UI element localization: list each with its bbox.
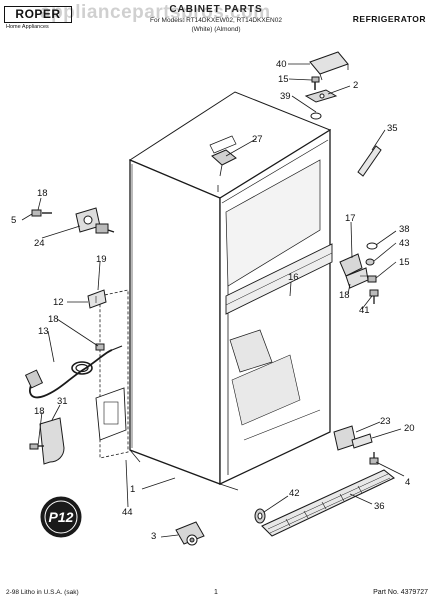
leader-lines — [21, 63, 405, 538]
callout-13: 13 — [38, 326, 49, 337]
callout-18: 18 — [48, 314, 59, 325]
callout-18: 18 — [37, 188, 48, 199]
hinge-cover — [309, 51, 349, 81]
callout-24: 24 — [34, 238, 45, 249]
part-number: Part No. 4379727 — [373, 589, 428, 596]
callout-5: 5 — [11, 215, 16, 226]
callout-16: 16 — [288, 272, 299, 283]
watermark-text: appliancepartspros.com — [40, 2, 271, 23]
callout-39: 39 — [280, 91, 291, 102]
callout-40: 40 — [276, 59, 287, 70]
callout-35: 35 — [387, 123, 398, 134]
callout-19: 19 — [96, 254, 107, 265]
callout-18: 18 — [34, 406, 45, 417]
print-info: 2-98 Litho in U.S.A. (sak) — [6, 589, 79, 596]
brand-name: ROPER — [4, 6, 72, 23]
cabinet-body — [128, 91, 333, 491]
callout-15: 15 — [399, 257, 410, 268]
thermostat-bracket — [31, 207, 115, 234]
product-type: REFRIGERATOR — [352, 14, 426, 24]
top-hinge — [304, 89, 338, 103]
callout-31: 31 — [57, 396, 68, 407]
callout-20: 20 — [404, 423, 415, 434]
callout-3: 3 — [151, 531, 156, 542]
callout-18: 18 — [339, 290, 350, 301]
callout-1: 1 — [130, 484, 135, 495]
rear-roller — [175, 521, 205, 546]
callout-2: 2 — [353, 80, 358, 91]
power-cord — [24, 343, 123, 399]
back-cover-panel — [95, 289, 129, 459]
callout-17: 17 — [345, 213, 356, 224]
callout-27: 27 — [252, 134, 263, 145]
callout-labels: 4015239352718524173843151816411912181331… — [11, 59, 415, 542]
callout-15: 15 — [278, 74, 289, 85]
brand-logo: ROPER Home Appliances — [4, 6, 74, 32]
hinge-washer — [310, 112, 322, 120]
badge-label: P12 — [49, 509, 74, 525]
access-cover — [29, 417, 65, 465]
callout-41: 41 — [359, 305, 370, 316]
leveling-leg — [254, 508, 266, 524]
center-hinge-assembly — [339, 242, 379, 304]
callout-42: 42 — [289, 488, 300, 499]
callout-23: 23 — [380, 416, 391, 427]
lower-hinge — [333, 425, 379, 465]
callout-36: 36 — [374, 501, 385, 512]
callout-4: 4 — [405, 477, 410, 488]
base-grille — [261, 469, 396, 537]
page-title: CABINET PARTS — [169, 4, 263, 15]
wire-bracket — [87, 289, 107, 309]
callout-44: 44 — [122, 507, 133, 518]
model-numbers: For Models: RT14DKXEW02, RT14DKXEN02 — [150, 17, 282, 24]
callout-43: 43 — [399, 238, 410, 249]
page-number: 1 — [214, 589, 218, 596]
color-variants: (White) (Almond) — [191, 26, 241, 33]
callout-38: 38 — [399, 224, 410, 235]
brand-subtitle: Home Appliances — [6, 24, 49, 30]
pressure-badge: P12 — [40, 496, 82, 538]
callout-12: 12 — [53, 297, 64, 308]
door-stop-pin — [357, 145, 382, 177]
hinge-screw — [311, 76, 320, 90]
